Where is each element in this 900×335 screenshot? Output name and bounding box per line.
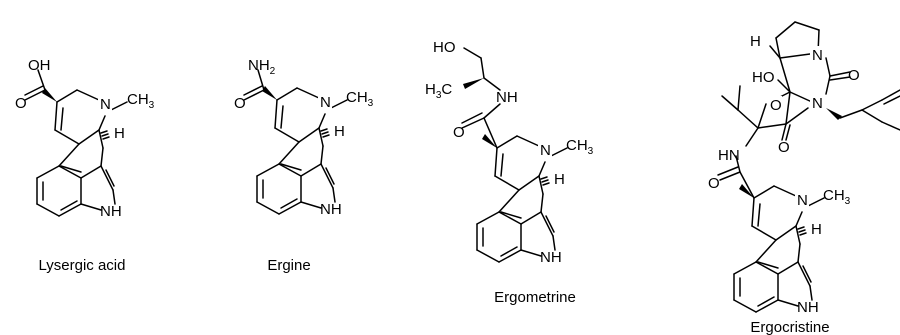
ergocristine-carbonyl-right-label: O <box>848 67 860 84</box>
ergometrine-n-methyl-label: CH3 <box>566 137 594 157</box>
ergocristine-h-top-label: H <box>750 33 761 50</box>
ergine-structure: NH2 O N CH3 H NH Ergine <box>234 57 374 274</box>
ergine-carbonyl-oxygen-label: O <box>234 95 246 112</box>
lysergic-hydroxyl-label: OH <box>28 57 51 74</box>
lysergic-h5-label: H <box>114 125 125 142</box>
ergometrine-indole-nh-label: NH <box>540 249 562 266</box>
lysergic-methyl-label: CH3 <box>127 91 155 111</box>
lysergic-acid-name: Lysergic acid <box>39 257 126 274</box>
ergometrine-name: Ergometrine <box>494 289 576 306</box>
lysergic-acid-structure: OH O N CH3 H NH Lysergic acid <box>15 57 155 274</box>
ergocristine-carbonyl-bottom-label: O <box>778 139 790 156</box>
ergocristine-name: Ergocristine <box>750 319 829 335</box>
lysergic-n6-label: N <box>100 96 111 113</box>
ergometrine-carbonyl-oxygen-label: O <box>453 124 465 141</box>
ergocristine-hydroxyl-label: HO <box>752 69 775 86</box>
ergocristine-n-top-label: N <box>812 47 823 64</box>
ergocristine-indole-nh-label: NH <box>797 299 819 316</box>
ergine-methyl-label: CH3 <box>346 89 374 109</box>
ergocristine-ring-nitrogen-label: N <box>812 95 823 112</box>
ergocristine-amide-hn-label: HN <box>718 147 740 164</box>
ergocristine-ring-oxygen-label: O <box>770 97 782 114</box>
ergometrine-amide-nh-label: NH <box>496 89 518 106</box>
ergometrine-hydroxyl-label: HO <box>433 39 456 56</box>
ergine-name: Ergine <box>267 257 310 274</box>
ergometrine-methyl-label: H3C <box>425 81 452 101</box>
ergocristine-methyl-label: CH3 <box>823 187 851 207</box>
ergine-n6-label: N <box>320 94 331 111</box>
lysergic-carbonyl-oxygen-label: O <box>15 95 27 112</box>
ergometrine-n6-label: N <box>540 142 551 159</box>
ergocristine-n6-label: N <box>797 192 808 209</box>
lysergic-indole-nh-label: NH <box>100 203 122 220</box>
ergometrine-structure: HO H3C NH O N CH3 H NH Ergometrine <box>425 39 594 306</box>
ergine-amide-nh2-label: NH2 <box>248 57 276 77</box>
ergine-h5-label: H <box>334 123 345 140</box>
ergocristine-structure: H N HO O N O O HN O N CH3 H NH Ergocrist… <box>708 21 900 335</box>
ergocristine-h5-label: H <box>811 221 822 238</box>
ergocristine-carbonyl-oxygen-label: O <box>708 175 720 192</box>
ergine-indole-nh-label: NH <box>320 201 342 218</box>
ergometrine-h5-label: H <box>554 171 565 188</box>
